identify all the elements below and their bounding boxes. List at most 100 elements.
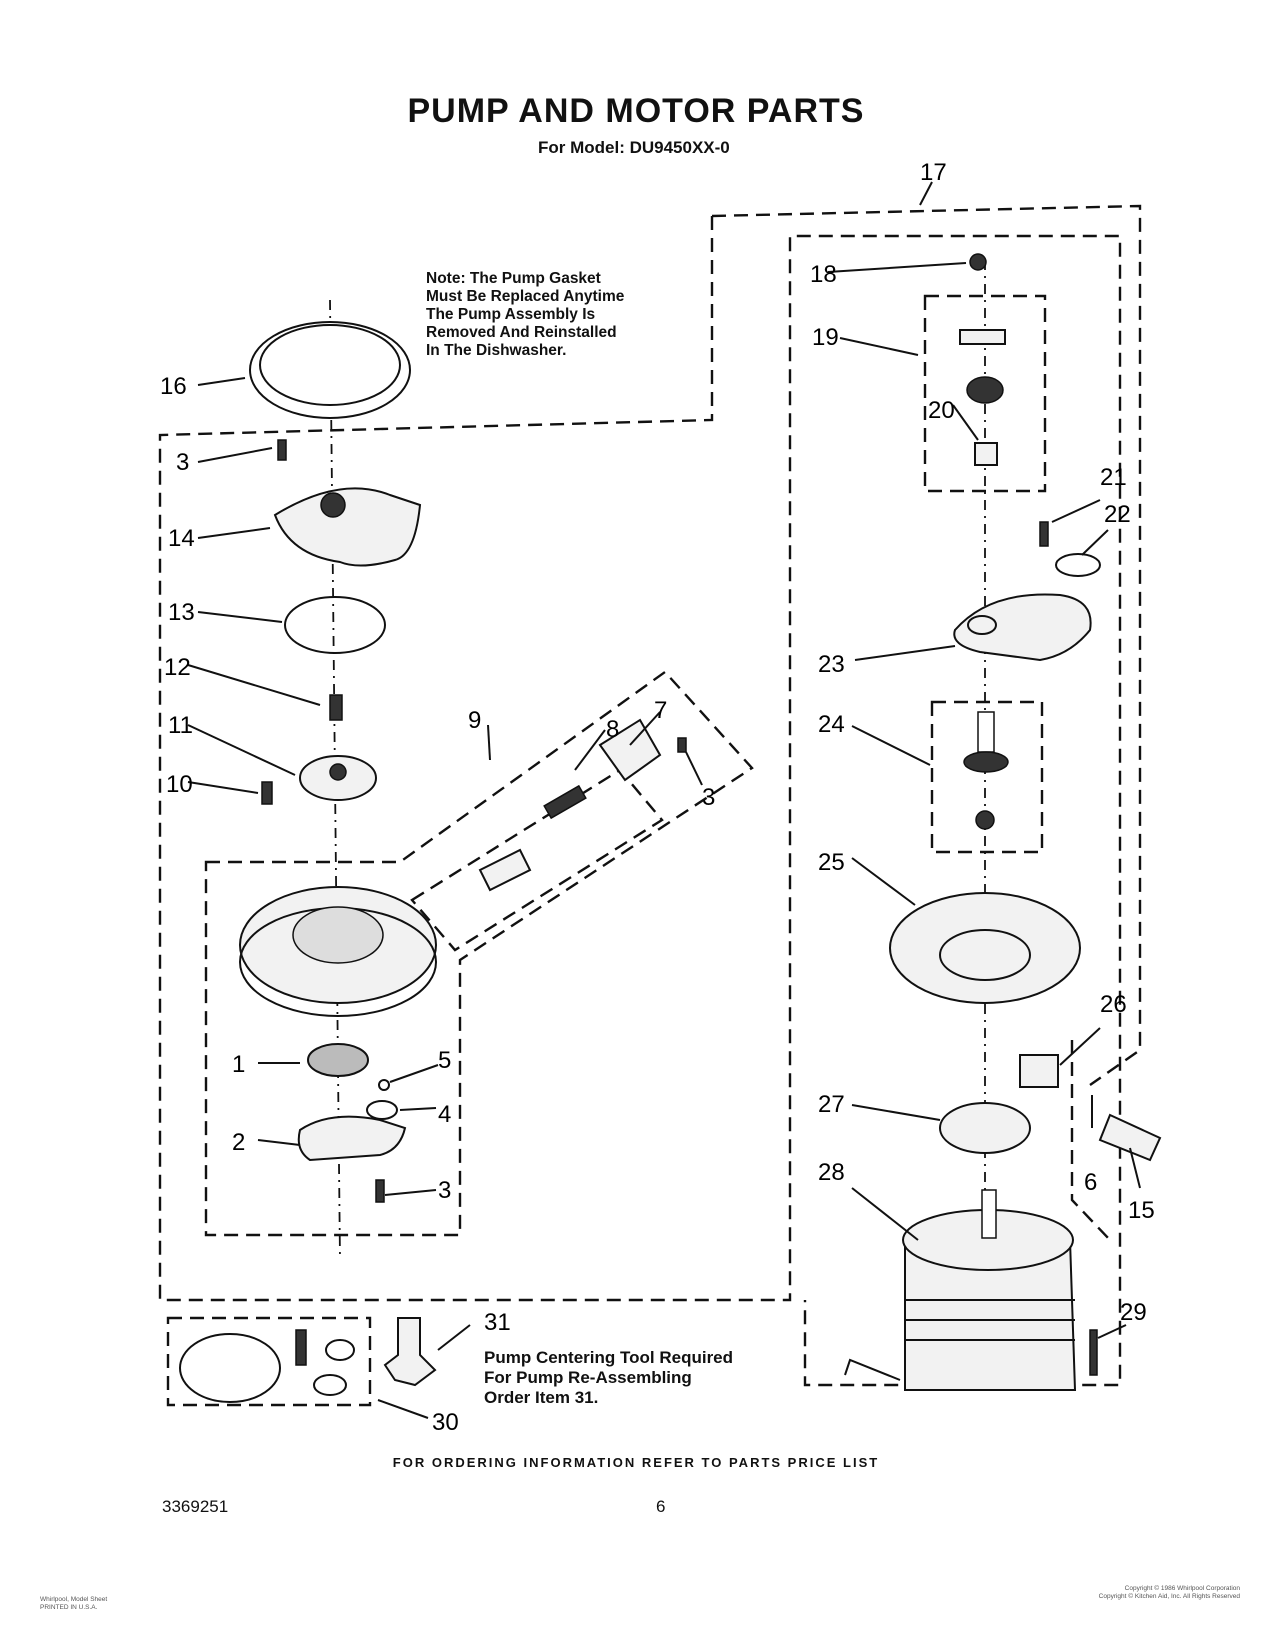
callout-12: 12 <box>164 654 191 681</box>
screw-icon <box>1039 521 1049 547</box>
corner-print-note: Whirlpool, Model Sheet PRINTED IN U.S.A. <box>40 1596 150 1612</box>
callout-24: 24 <box>818 711 845 738</box>
o-ring-icon <box>366 1100 398 1120</box>
slinger-disc-icon <box>939 1102 1031 1154</box>
callout-19: 19 <box>812 324 839 351</box>
callout-31: 31 <box>484 1309 511 1336</box>
pump-housing-port-icon <box>292 906 384 964</box>
callout-3b: 3 <box>702 784 715 811</box>
callout-7: 7 <box>654 697 667 724</box>
shaft-icon <box>977 711 995 753</box>
note-line: The Pump Assembly Is <box>426 306 596 323</box>
item-19-box <box>923 294 1047 493</box>
callout-28: 28 <box>818 1159 845 1186</box>
tool-note-line: For Pump Re-Assembling <box>484 1368 692 1387</box>
pump-gasket-inner-icon <box>259 324 401 406</box>
motor-cover-icon <box>889 892 1081 1004</box>
copyright-notice: Copyright © 1986 Whirlpool Corporation C… <box>1030 1585 1240 1601</box>
callout-3: 3 <box>176 449 189 476</box>
corner-note-line: PRINTED IN U.S.A. <box>40 1604 98 1611</box>
item-24-box <box>930 700 1044 854</box>
switch-cam-icon <box>966 376 1004 404</box>
tool-note-line: Order Item 31. <box>484 1388 599 1407</box>
ball-icon <box>378 1079 390 1091</box>
callout-11: 11 <box>168 712 193 739</box>
corner-note-line: Whirlpool, Model Sheet <box>40 1596 108 1603</box>
seal-icon <box>1055 553 1101 577</box>
note-line: Removed And Reinstalled <box>426 324 617 341</box>
kit-gasket-icon <box>179 1333 281 1403</box>
pump-gasket-icon <box>249 321 411 419</box>
callout-2: 2 <box>232 1129 245 1156</box>
callout-20: 20 <box>928 397 955 424</box>
callout-23: 23 <box>818 651 845 678</box>
copyright-line: Copyright © 1986 Whirlpool Corporation <box>1124 1585 1240 1592</box>
document-number: 3369251 <box>162 1497 229 1516</box>
screw-icon <box>1089 1329 1098 1376</box>
valve-spring-icon <box>543 784 587 820</box>
filter-screen-icon <box>307 1043 369 1077</box>
valve-cover-icon <box>598 718 662 782</box>
callout-10: 10 <box>166 771 193 798</box>
callout-16: 16 <box>160 373 187 400</box>
callout-numbers: 16 3 14 13 12 11 10 9 8 7 3 1 2 5 4 3 17… <box>160 159 1155 1436</box>
item-30-kit-box <box>166 1316 372 1407</box>
centering-tool-note: Pump Centering Tool Required For Pump Re… <box>484 1348 784 1408</box>
screw-icon <box>677 737 687 753</box>
tool-note-line: Pump Centering Tool Required <box>484 1348 734 1367</box>
thermal-sensor-icon <box>1098 1113 1162 1162</box>
callout-9: 9 <box>468 707 481 734</box>
callout-3c: 3 <box>438 1177 451 1204</box>
model-subtitle: For Model: DU9450XX-0 <box>538 138 730 157</box>
page-title: PUMP AND MOTOR PARTS <box>407 92 865 130</box>
note-line: In The Dishwasher. <box>426 342 567 359</box>
callout-15: 15 <box>1128 1197 1155 1224</box>
callout-14: 14 <box>168 525 195 552</box>
pump-gasket-note: Note: The Pump Gasket Must Be Replaced A… <box>426 270 686 360</box>
callout-13: 13 <box>168 599 195 626</box>
valve-group-box <box>410 768 664 952</box>
motor-shaft-icon <box>981 1189 997 1239</box>
nut-icon <box>969 253 987 271</box>
motor-cover-center-icon <box>939 929 1031 981</box>
leader-lines <box>187 181 1141 1419</box>
impeller-hub-icon <box>329 763 347 781</box>
centering-tool-icon <box>383 1317 437 1387</box>
callout-17: 17 <box>920 159 947 186</box>
callout-25: 25 <box>818 849 845 876</box>
callout-27: 27 <box>818 1091 845 1118</box>
pump-cover-hub-icon <box>320 492 346 518</box>
terminal-block-icon <box>1019 1054 1059 1088</box>
page-number: 6 <box>656 1497 666 1516</box>
ordering-info-footer: FOR ORDERING INFORMATION REFER TO PARTS … <box>392 1455 880 1470</box>
callout-30: 30 <box>432 1409 459 1436</box>
callout-1: 1 <box>232 1051 245 1078</box>
pump-housing-group-box <box>204 670 754 1237</box>
screw-icon <box>277 439 287 461</box>
callout-26: 26 <box>1100 991 1127 1018</box>
kit-seal-icon <box>325 1339 355 1361</box>
note-line: Must Be Replaced Anytime <box>426 288 625 305</box>
nut-icon <box>975 810 995 830</box>
wire-harness-line <box>1070 1040 1111 1241</box>
kit-bolt-icon <box>295 1329 307 1366</box>
pump-base-plate-icon <box>297 1115 407 1162</box>
callout-4: 4 <box>438 1101 451 1128</box>
valve-plunger-icon <box>478 848 532 892</box>
pump-cover-icon <box>273 487 422 567</box>
callout-29: 29 <box>1120 1299 1147 1326</box>
motor-mount-plate-icon <box>953 593 1092 662</box>
screw-icon <box>375 1179 385 1203</box>
callout-8: 8 <box>606 716 619 743</box>
callout-6: 6 <box>1084 1169 1097 1196</box>
mount-hole-icon <box>967 615 997 635</box>
impeller-bolt-icon <box>329 694 343 721</box>
callout-21: 21 <box>1100 464 1127 491</box>
gear-icon <box>963 751 1009 773</box>
screw-icon <box>261 781 273 805</box>
motor-lead-wire-icon <box>844 1358 901 1381</box>
callout-22: 22 <box>1104 501 1131 528</box>
switch-bracket-icon <box>959 329 1006 345</box>
note-line: Note: The Pump Gasket <box>426 270 601 287</box>
